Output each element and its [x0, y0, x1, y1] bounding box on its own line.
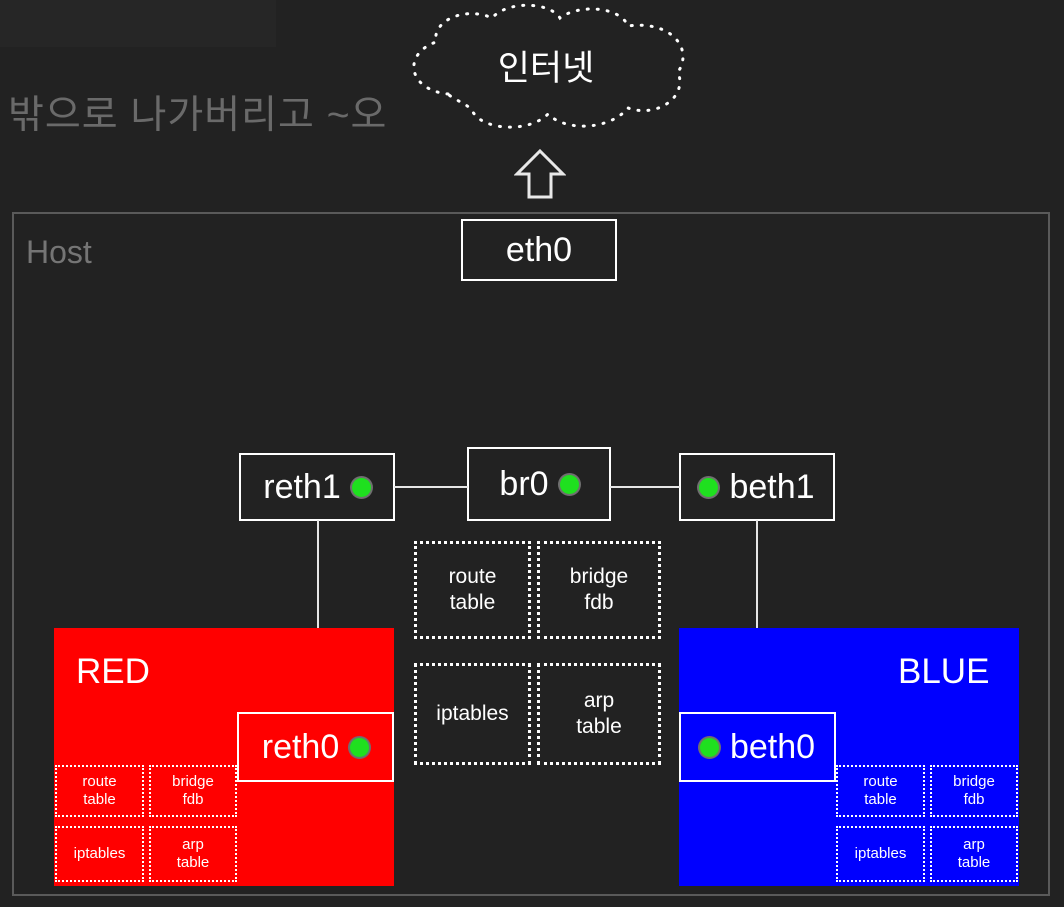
interface-eth0[interactable]: eth0 [461, 219, 617, 281]
interface-br0-label: br0 [499, 465, 549, 503]
interface-beth1[interactable]: beth1 [679, 453, 835, 521]
internet-label: 인터넷 [497, 49, 595, 88]
link-reth1-br0 [394, 486, 468, 488]
host-table-iptables: iptables [414, 663, 531, 765]
interface-reth0-label: reth0 [261, 728, 340, 766]
link-beth1-beth0 [756, 520, 758, 712]
up-arrow-icon [514, 148, 566, 199]
status-dot-icon [559, 474, 579, 494]
namespace-red-label: RED [76, 652, 150, 691]
status-dot-icon [350, 737, 370, 757]
host-table-iptables-label: iptables [436, 702, 509, 726]
host-label: Host [26, 234, 92, 270]
internet-cloud-icon [412, 3, 685, 129]
interface-beth0-label: beth0 [729, 728, 816, 766]
status-dot-icon [351, 477, 371, 497]
interface-reth0[interactable]: reth0 [237, 712, 394, 782]
interface-beth1-label: beth1 [729, 468, 815, 506]
link-reth1-reth0 [317, 520, 319, 712]
blue-table-iptables: iptables [836, 826, 925, 882]
red-table-iptables: iptables [55, 826, 144, 882]
red-table-iptables-label: iptables [73, 845, 126, 862]
caption-text: 밖으로 나가버리고 ~오 [8, 94, 388, 137]
status-dot-icon [699, 477, 719, 497]
namespace-blue-label: BLUE [898, 652, 990, 691]
status-dot-icon [699, 737, 719, 757]
interface-br0[interactable]: br0 [467, 447, 611, 521]
interface-beth0[interactable]: beth0 [679, 712, 836, 782]
interface-reth1[interactable]: reth1 [239, 453, 395, 521]
interface-reth1-label: reth1 [263, 468, 341, 506]
blue-table-iptables-label: iptables [854, 845, 907, 862]
interface-eth0-label: eth0 [505, 231, 573, 269]
corner-panel [0, 0, 276, 47]
host-container [12, 212, 1050, 896]
link-br0-beth1 [610, 486, 680, 488]
